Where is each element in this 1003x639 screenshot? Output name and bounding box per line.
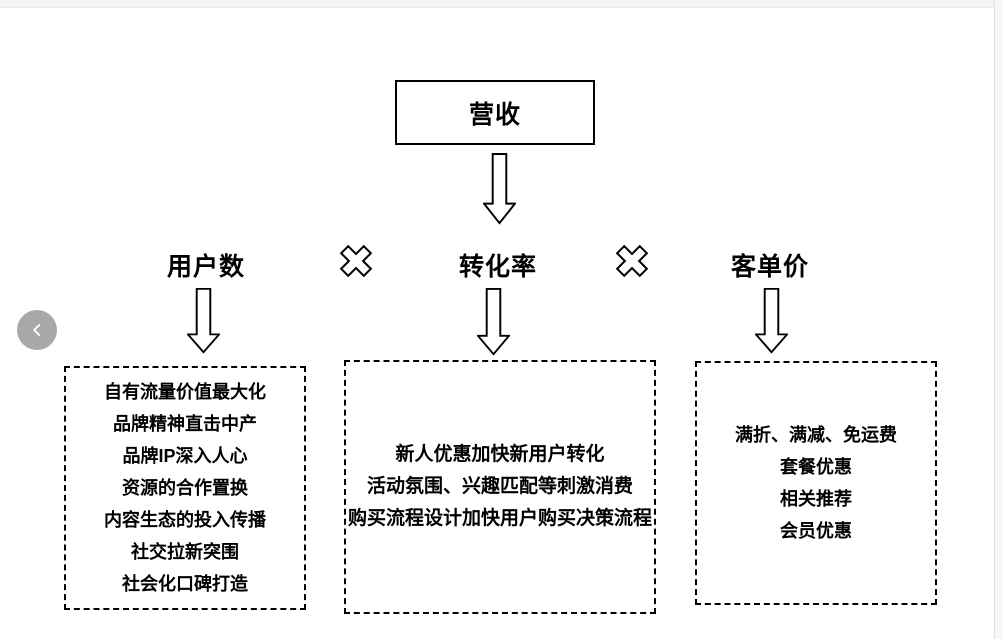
down-arrow-icon <box>187 288 220 354</box>
detail-item: 活动氛围、兴趣匹配等刺激消费 <box>366 476 633 497</box>
detail-item: 社会化口碑打造 <box>122 574 248 594</box>
factor-label-users: 用户数 <box>166 253 246 281</box>
detail-item: 社交拉新突围 <box>131 542 239 562</box>
down-arrow-icon <box>477 288 510 356</box>
detail-box-users: 自有流量价值最大化 品牌精神直击中产 品牌IP深入人心 资源的合作置换 内容生态… <box>64 366 306 610</box>
detail-item: 购买流程设计加快用户购买决策流程 <box>347 508 652 529</box>
revenue-node: 营收 <box>395 80 595 145</box>
detail-box-conversion: 新人优惠加快新用户转化 活动氛围、兴趣匹配等刺激消费 购买流程设计加快用户购买决… <box>344 360 656 614</box>
detail-item: 资源的合作置换 <box>122 478 248 498</box>
detail-item: 满折、满减、免运费 <box>735 425 897 445</box>
multiply-icon <box>615 244 649 278</box>
factor-label-price: 客单价 <box>730 253 810 281</box>
down-arrow-icon <box>483 153 516 225</box>
down-arrow-icon <box>755 288 788 354</box>
detail-box-price: 满折、满减、免运费 套餐优惠 相关推荐 会员优惠 <box>695 361 937 605</box>
detail-item: 会员优惠 <box>780 521 852 541</box>
top-edge-strip <box>0 0 1003 8</box>
detail-item: 自有流量价值最大化 <box>104 382 266 402</box>
detail-item: 内容生态的投入传播 <box>104 510 266 530</box>
detail-item: 品牌精神直击中产 <box>113 414 257 434</box>
multiply-icon <box>339 244 373 278</box>
revenue-node-label: 营收 <box>468 100 521 129</box>
right-edge-strip <box>994 0 1003 639</box>
detail-item: 套餐优惠 <box>780 457 852 477</box>
chevron-left-icon <box>26 319 48 341</box>
detail-item: 品牌IP深入人心 <box>122 446 248 466</box>
factor-label-conversion: 转化率 <box>458 253 538 281</box>
detail-item: 相关推荐 <box>780 489 852 509</box>
detail-item: 新人优惠加快新用户转化 <box>395 444 605 465</box>
previous-slide-button[interactable] <box>17 310 57 350</box>
